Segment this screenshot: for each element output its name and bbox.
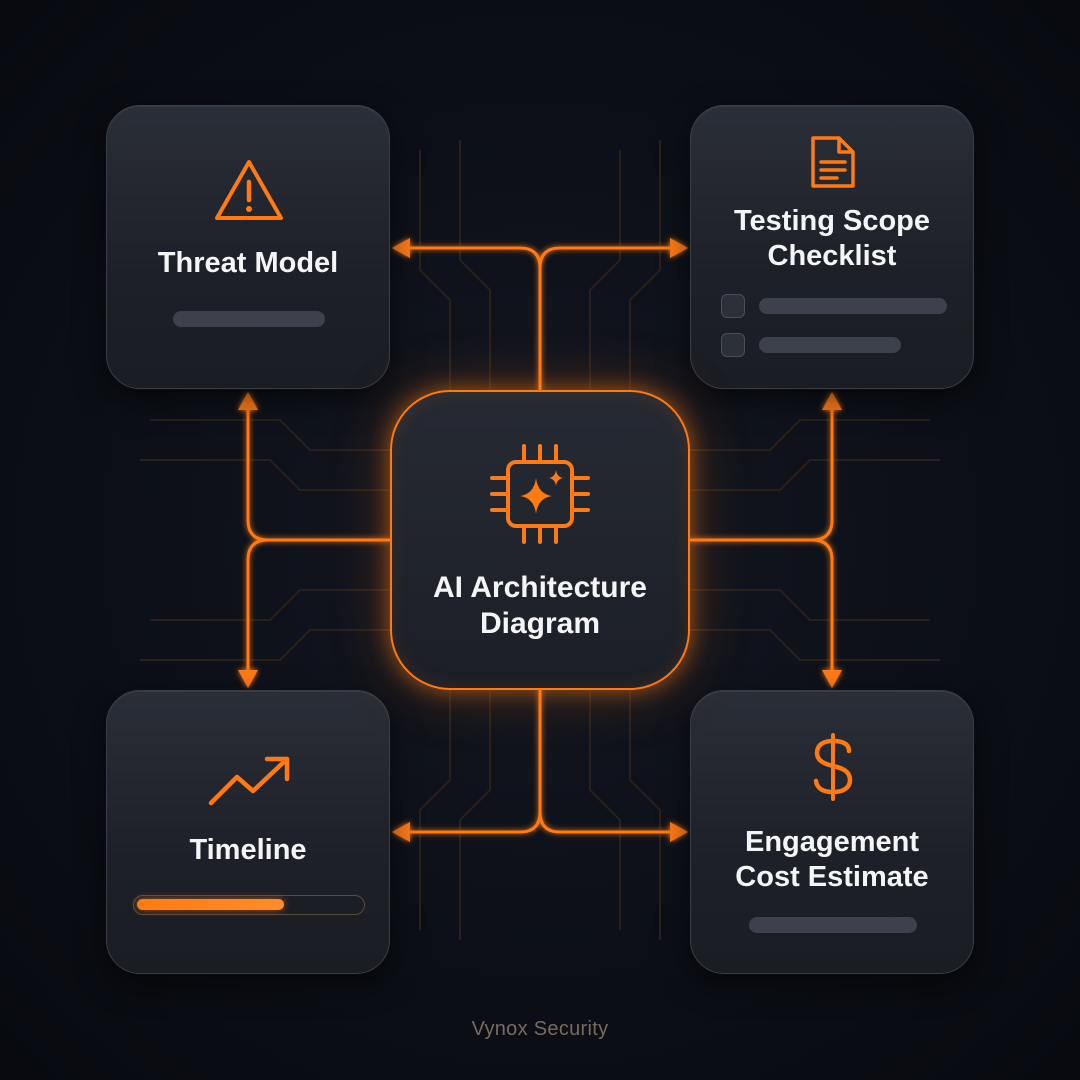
dollar-icon xyxy=(813,733,853,801)
arrowhead-right-bottom xyxy=(670,822,688,842)
arrowhead-down-left xyxy=(238,670,258,688)
threat-model-title: Threat Model xyxy=(157,247,339,279)
threat-model-card[interactable]: Threat Model xyxy=(106,105,390,389)
document-icon xyxy=(811,136,855,188)
main-connectors xyxy=(246,246,834,834)
trend-up-arrow-icon xyxy=(208,756,290,806)
arrowhead-left-bottom xyxy=(392,822,410,842)
engagement-cost-estimate-card[interactable]: Engagement Cost Estimate xyxy=(690,690,974,974)
arrowhead-left-top xyxy=(392,238,410,258)
arrowhead-right-top xyxy=(670,238,688,258)
ai-architecture-diagram-node[interactable]: AI Architecture Diagram xyxy=(390,390,690,690)
checklist-item-bar xyxy=(759,298,947,314)
testing-scope-checklist-card[interactable]: Testing Scope Checklist xyxy=(690,105,974,389)
arrowhead-up-right xyxy=(822,392,842,410)
ai-chip-sparkle-icon xyxy=(490,444,590,544)
circuit-traces xyxy=(140,140,940,940)
arrowhead-down-right xyxy=(822,670,842,688)
placeholder-bar xyxy=(173,311,325,327)
arrowhead-up-left xyxy=(238,392,258,410)
arrowheads xyxy=(238,238,842,842)
timeline-progress-fill xyxy=(137,899,284,910)
timeline-card[interactable]: Timeline xyxy=(106,690,390,974)
timeline-progress-bar xyxy=(133,895,365,915)
placeholder-bar xyxy=(749,917,917,933)
checklist-checkbox[interactable] xyxy=(721,294,745,318)
brand-footer: Vynox Security xyxy=(471,1018,609,1040)
checklist-checkbox[interactable] xyxy=(721,333,745,357)
testing-scope-title: Testing Scope Checklist xyxy=(733,205,931,272)
checklist-item-bar xyxy=(759,337,901,353)
center-node-title: AI Architecture Diagram xyxy=(433,571,647,640)
engagement-cost-title: Engagement Cost Estimate xyxy=(735,826,929,893)
warning-triangle-icon xyxy=(215,160,283,220)
timeline-title: Timeline xyxy=(189,834,307,866)
